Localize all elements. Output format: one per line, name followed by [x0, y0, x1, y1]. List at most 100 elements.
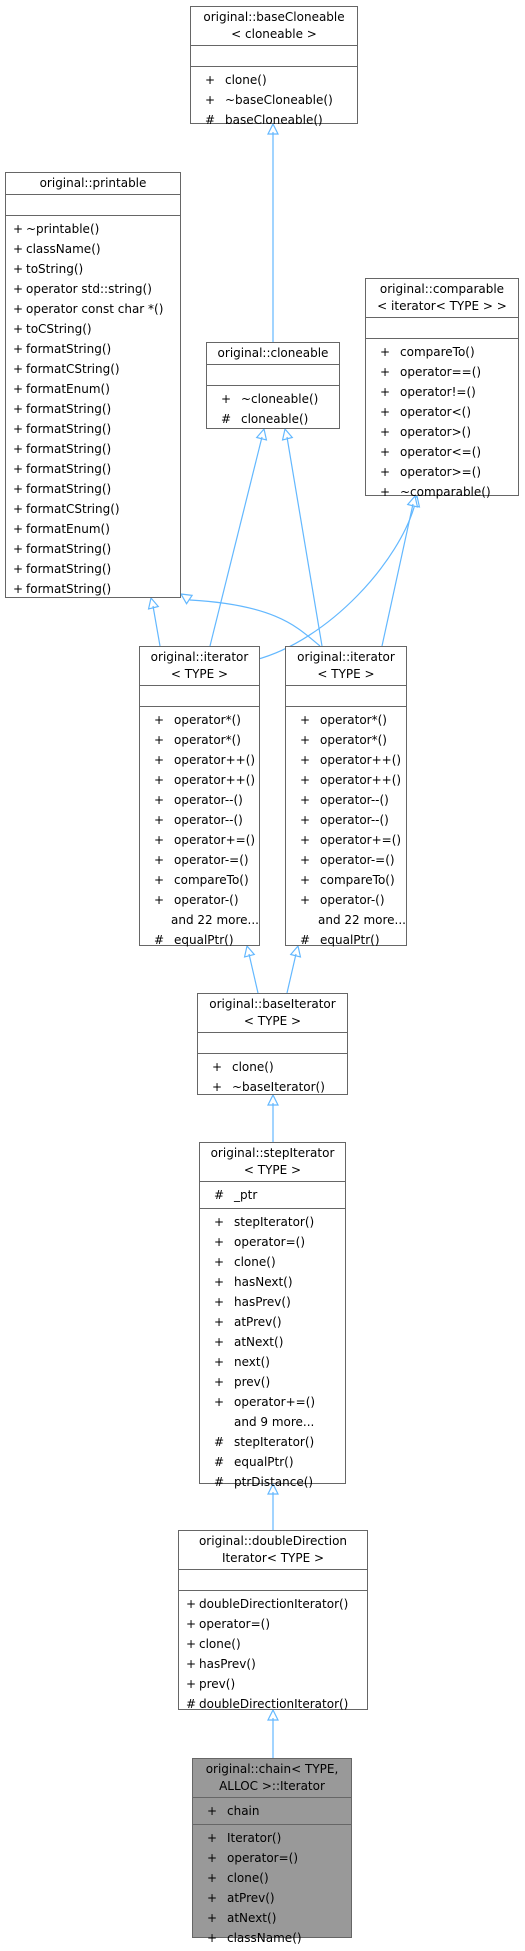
method-row[interactable]: #stepIterator(): [200, 1432, 345, 1452]
member-name: ~baseIterator(): [232, 1077, 325, 1097]
method-row[interactable]: +operator*(): [286, 730, 406, 750]
method-row[interactable]: +formatString(): [6, 439, 180, 459]
method-row[interactable]: +atNext(): [200, 1332, 345, 1352]
method-row[interactable]: +clone(): [200, 1252, 345, 1272]
method-row[interactable]: +operator++(): [286, 770, 406, 790]
class-node-comparable[interactable]: original::comparable< iterator< TYPE > >…: [365, 278, 519, 496]
method-row[interactable]: +Iterator(): [193, 1828, 351, 1848]
method-row[interactable]: +operator<(): [366, 402, 518, 422]
visibility-marker: +: [290, 830, 320, 850]
member-name: cloneable(): [241, 409, 308, 429]
method-row[interactable]: #equalPtr(): [140, 930, 259, 950]
method-row[interactable]: +prev(): [179, 1674, 367, 1694]
method-row[interactable]: and 9 more...: [200, 1412, 345, 1432]
method-row[interactable]: +toCString(): [6, 319, 180, 339]
class-node-iterator-left[interactable]: original::iterator< TYPE >+operator*()+o…: [139, 646, 260, 946]
method-row[interactable]: +operator--(): [140, 810, 259, 830]
method-row[interactable]: +~cloneable(): [207, 389, 339, 409]
method-row[interactable]: +toString(): [6, 259, 180, 279]
method-row[interactable]: #doubleDirectionIterator(): [179, 1694, 367, 1714]
method-row[interactable]: +~baseIterator(): [198, 1077, 347, 1097]
method-row[interactable]: +next(): [200, 1352, 345, 1372]
method-row[interactable]: +operator--(): [286, 790, 406, 810]
method-row[interactable]: +atNext(): [193, 1908, 351, 1928]
attrs-section: [198, 1033, 347, 1054]
method-row[interactable]: +operator=(): [200, 1232, 345, 1252]
method-row[interactable]: +~comparable(): [366, 482, 518, 502]
method-row[interactable]: +~printable(): [6, 219, 180, 239]
method-row[interactable]: +hasPrev(): [179, 1654, 367, 1674]
method-row[interactable]: +operator!=(): [366, 382, 518, 402]
method-row[interactable]: #_ptr: [200, 1185, 345, 1205]
method-row[interactable]: +chain: [193, 1801, 351, 1821]
method-row[interactable]: +operator++(): [140, 770, 259, 790]
method-row[interactable]: +operator=(): [179, 1614, 367, 1634]
class-node-printable[interactable]: original::printable+~printable()+classNa…: [5, 172, 181, 598]
method-row[interactable]: +formatString(): [6, 579, 180, 599]
method-row[interactable]: +operator*(): [140, 710, 259, 730]
class-node-iterator-right[interactable]: original::iterator< TYPE >+operator*()+o…: [285, 646, 407, 946]
method-row[interactable]: +clone(): [179, 1634, 367, 1654]
method-row[interactable]: +operator++(): [140, 750, 259, 770]
method-row[interactable]: +operator++(): [286, 750, 406, 770]
method-row[interactable]: +formatString(): [6, 559, 180, 579]
method-row[interactable]: #equalPtr(): [200, 1452, 345, 1472]
method-row[interactable]: +formatEnum(): [6, 379, 180, 399]
method-row[interactable]: +formatString(): [6, 339, 180, 359]
class-node-stepiterator[interactable]: original::stepIterator< TYPE >#_ptr+step…: [199, 1142, 346, 1484]
method-row[interactable]: +operator const char *(): [6, 299, 180, 319]
method-row[interactable]: +formatString(): [6, 539, 180, 559]
method-row[interactable]: +formatString(): [6, 459, 180, 479]
method-row[interactable]: #cloneable(): [207, 409, 339, 429]
method-row[interactable]: +operator>(): [366, 422, 518, 442]
method-row[interactable]: +formatString(): [6, 419, 180, 439]
method-row[interactable]: +operator*(): [286, 710, 406, 730]
method-row[interactable]: +operator-=(): [140, 850, 259, 870]
method-row[interactable]: +compareTo(): [286, 870, 406, 890]
method-row[interactable]: +operator+=(): [140, 830, 259, 850]
method-row[interactable]: +hasPrev(): [200, 1292, 345, 1312]
method-row[interactable]: +compareTo(): [366, 342, 518, 362]
class-node-chain-iterator[interactable]: original::chain< TYPE,ALLOC >::Iterator+…: [192, 1758, 352, 1938]
method-row[interactable]: +operator--(): [286, 810, 406, 830]
method-row[interactable]: #equalPtr(): [286, 930, 406, 950]
method-row[interactable]: +formatCString(): [6, 359, 180, 379]
method-row[interactable]: +clone(): [193, 1868, 351, 1888]
method-row[interactable]: +prev(): [200, 1372, 345, 1392]
method-row[interactable]: +operator std::string(): [6, 279, 180, 299]
method-row[interactable]: +stepIterator(): [200, 1212, 345, 1232]
method-row[interactable]: +operator=(): [193, 1848, 351, 1868]
method-row[interactable]: +hasNext(): [200, 1272, 345, 1292]
method-row[interactable]: +atPrev(): [200, 1312, 345, 1332]
method-row[interactable]: #baseCloneable(): [191, 110, 357, 130]
method-row[interactable]: +operator-(): [140, 890, 259, 910]
method-row[interactable]: +operator-(): [286, 890, 406, 910]
method-row[interactable]: and 22 more...: [286, 910, 406, 930]
method-row[interactable]: and 22 more...: [140, 910, 259, 930]
method-row[interactable]: +formatString(): [6, 399, 180, 419]
class-node-cloneable[interactable]: original::cloneable+~cloneable()#cloneab…: [206, 342, 340, 429]
method-row[interactable]: +formatCString(): [6, 499, 180, 519]
method-row[interactable]: +formatEnum(): [6, 519, 180, 539]
method-row[interactable]: +compareTo(): [140, 870, 259, 890]
method-row[interactable]: +operator*(): [140, 730, 259, 750]
method-row[interactable]: +operator>=(): [366, 462, 518, 482]
method-row[interactable]: +operator--(): [140, 790, 259, 810]
method-row[interactable]: +~baseCloneable(): [191, 90, 357, 110]
method-row[interactable]: +operator-=(): [286, 850, 406, 870]
method-row[interactable]: +operator+=(): [286, 830, 406, 850]
method-row[interactable]: +operator+=(): [200, 1392, 345, 1412]
method-row[interactable]: +className(): [193, 1928, 351, 1948]
method-row[interactable]: +operator==(): [366, 362, 518, 382]
method-row[interactable]: +clone(): [198, 1057, 347, 1077]
method-row[interactable]: +operator<=(): [366, 442, 518, 462]
class-node-baseiterator[interactable]: original::baseIterator< TYPE >+clone()+~…: [197, 993, 348, 1095]
method-row[interactable]: +className(): [6, 239, 180, 259]
method-row[interactable]: +atPrev(): [193, 1888, 351, 1908]
method-row[interactable]: +formatString(): [6, 479, 180, 499]
method-row[interactable]: #ptrDistance(): [200, 1472, 345, 1492]
method-row[interactable]: +clone(): [191, 70, 357, 90]
method-row[interactable]: +doubleDirectionIterator(): [179, 1594, 367, 1614]
class-node-basecloneable[interactable]: original::baseCloneable< cloneable >+clo…: [190, 6, 358, 124]
